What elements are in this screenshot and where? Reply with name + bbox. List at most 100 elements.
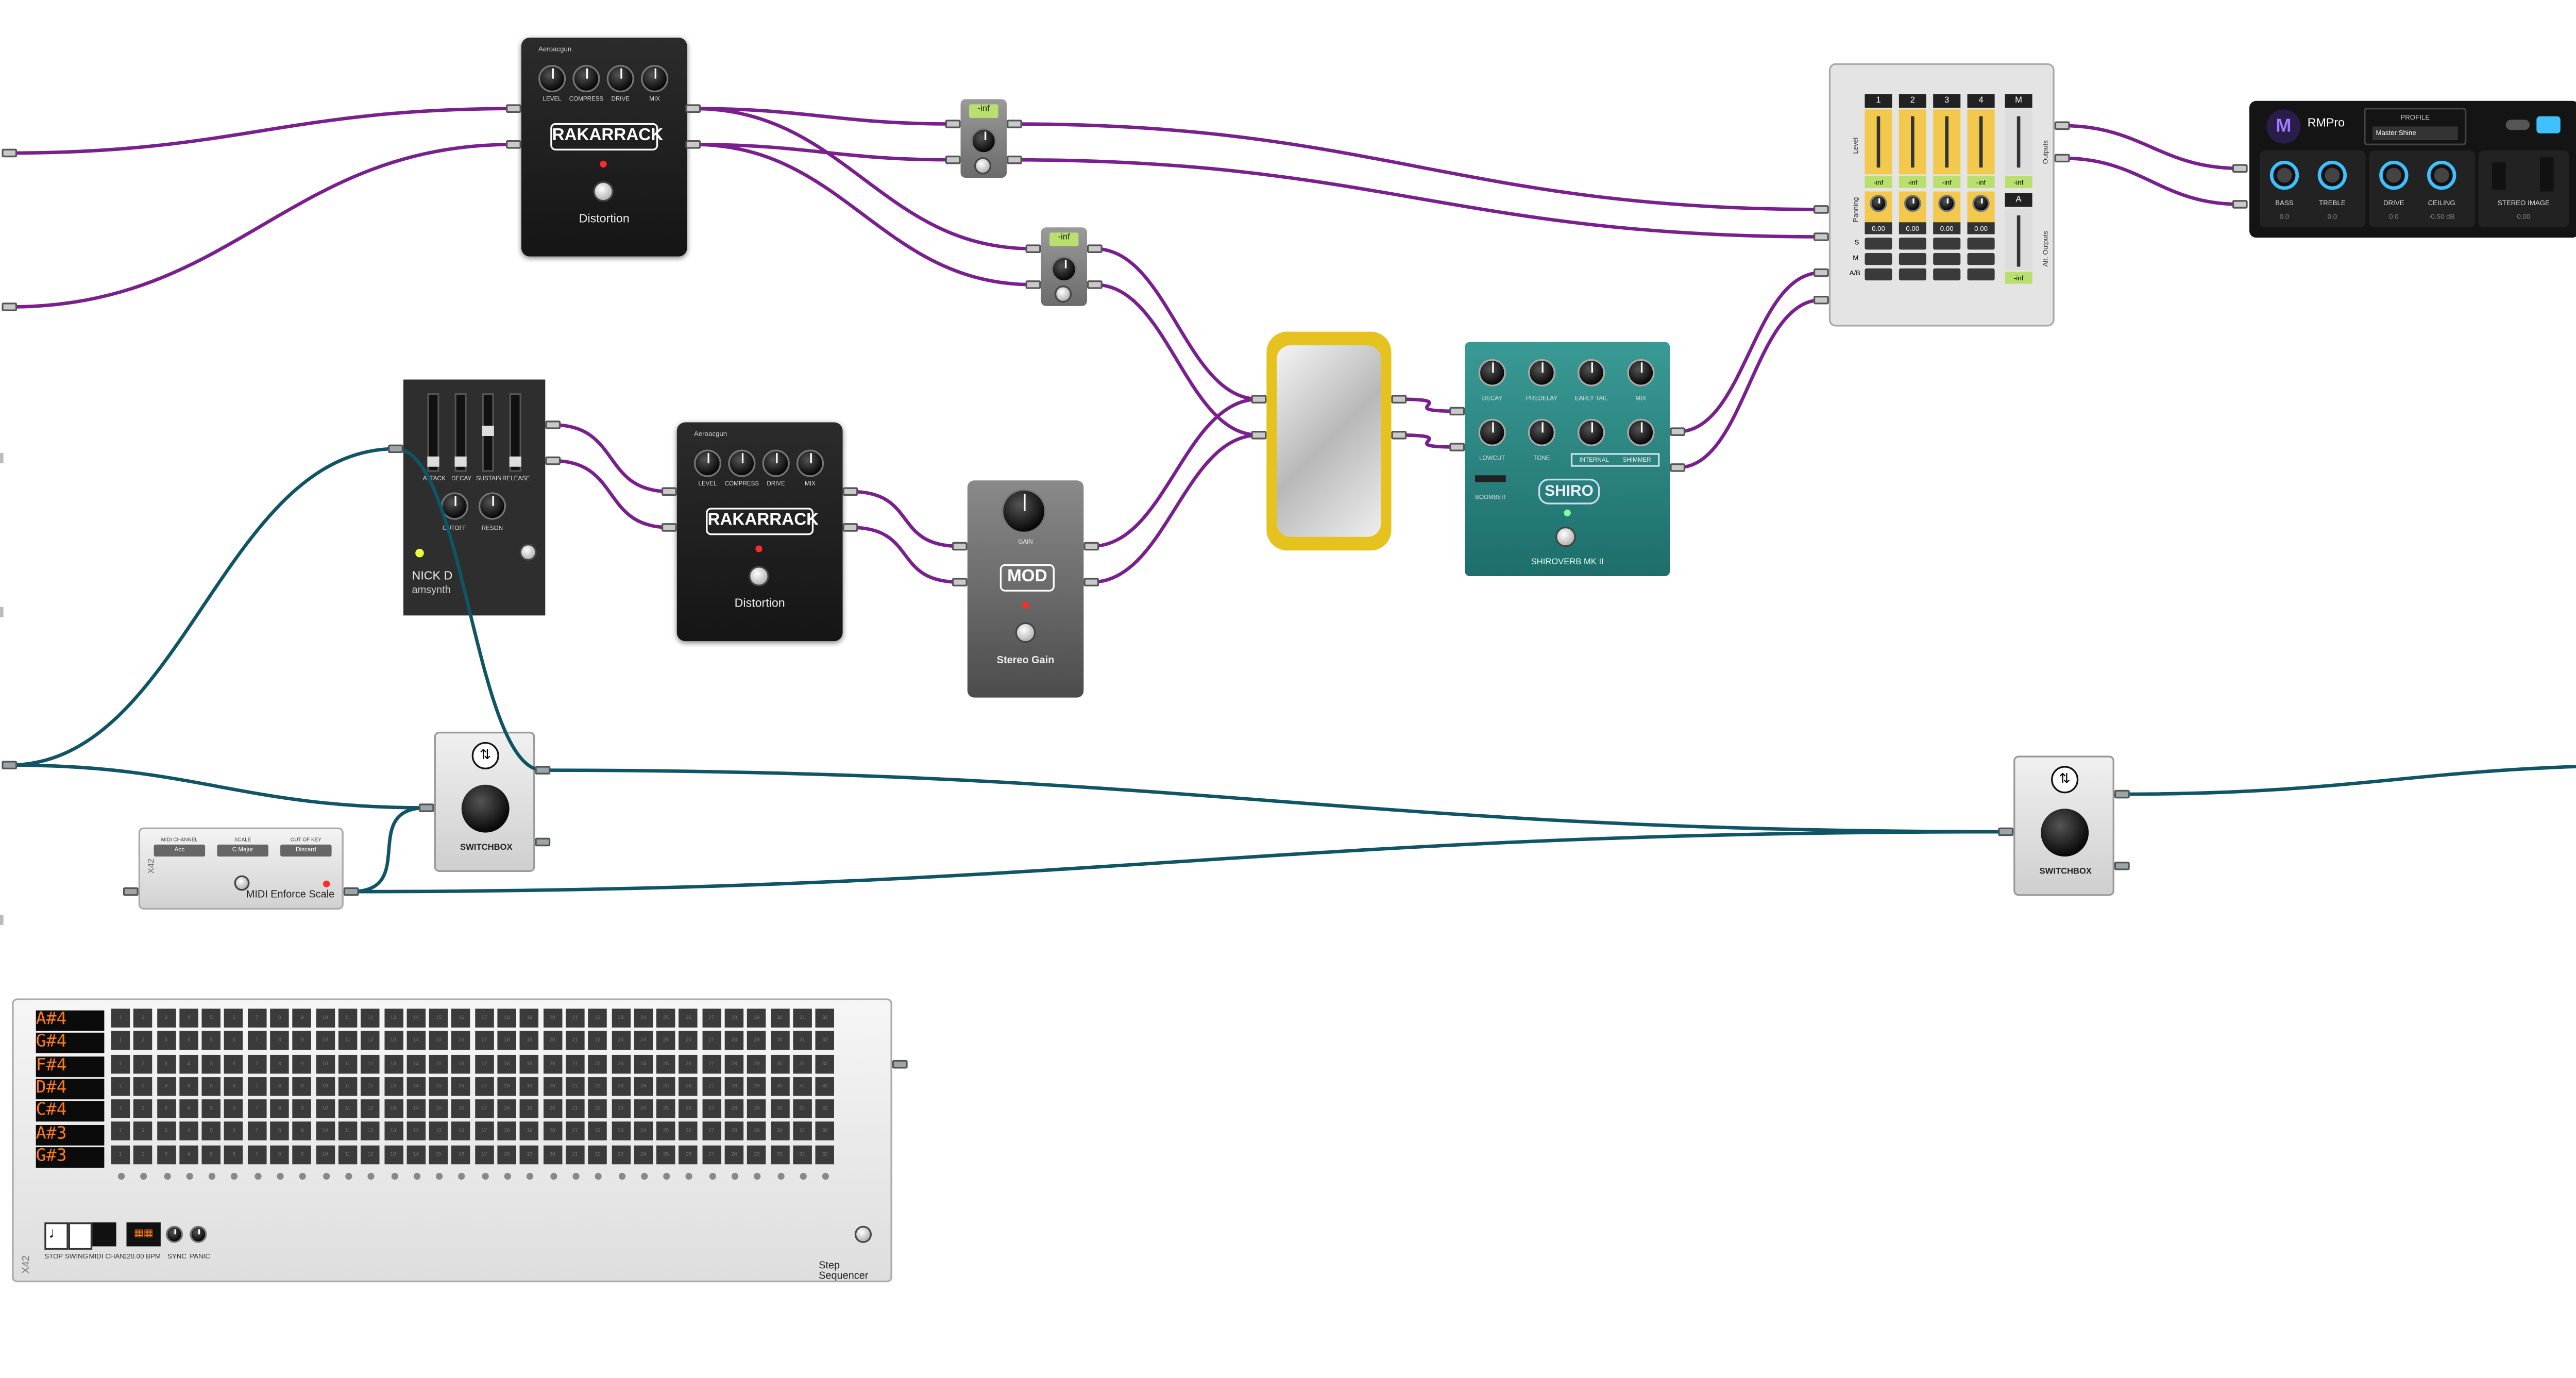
ab-button[interactable] [1899,268,1926,281]
pitch-knob[interactable] [1578,418,1605,446]
step-cell[interactable]: 13 [384,1077,403,1096]
step-cell[interactable]: 31 [793,1099,812,1119]
step-cell[interactable]: 18 [497,1077,517,1096]
mixer-out-l[interactable] [2054,121,2070,130]
aux-fader[interactable] [2005,208,2032,271]
step-cell[interactable]: 27 [702,1009,721,1028]
gain-mini-1[interactable]: -inf [960,99,1007,178]
stereo_gain-out-l[interactable] [1083,542,1099,551]
note-display[interactable]: C#4 [36,1101,105,1122]
gold-out-l[interactable] [1391,395,1407,404]
stop-button[interactable]: ♩ [44,1222,69,1250]
step-cell[interactable]: 19 [520,1145,539,1164]
footswitch[interactable] [234,875,250,891]
system-in-2[interactable] [2,303,18,311]
gain_mini2-out-l[interactable] [1087,244,1103,254]
midi-cable[interactable] [9,763,427,810]
step-cell[interactable]: 10 [315,1099,335,1119]
decay-knob[interactable] [1478,359,1506,386]
step-cell[interactable]: 29 [747,1099,767,1119]
step-cell[interactable]: 8 [270,1054,289,1073]
amsynth-out-l[interactable] [545,421,561,429]
step-cell[interactable]: 26 [679,1031,698,1050]
system-midi-in[interactable] [2,761,18,769]
footswitch[interactable] [749,566,769,586]
footswitch[interactable] [519,543,537,561]
step-cell[interactable]: 32 [816,1054,835,1073]
shiro-out-l[interactable] [1670,427,1686,436]
step-cell[interactable]: 6 [225,1077,244,1096]
step-cell[interactable]: 11 [338,1031,358,1050]
step-cell[interactable]: 7 [247,1077,266,1096]
step-cell[interactable]: 17 [474,1099,494,1119]
step-cell[interactable]: 14 [406,1009,426,1028]
midi-channel-display[interactable] [92,1222,116,1247]
mixer-plugin[interactable]: Level Panning Outputs Alt. Outputs 1 -in… [1828,63,2055,327]
shiro-in-l[interactable] [1449,407,1465,416]
footswitch[interactable] [593,181,614,202]
step-cell[interactable]: 2 [133,1145,153,1164]
step-cell[interactable]: 25 [656,1145,675,1164]
step-cell[interactable]: 5 [202,1031,221,1050]
ab-button[interactable] [1967,268,1995,281]
audio-cable[interactable] [1399,397,1458,413]
step-cell[interactable]: 23 [611,1145,630,1164]
step-cell[interactable]: 19 [520,1077,539,1096]
stereo_gain-out-r[interactable] [1083,578,1099,586]
sustain-slider[interactable] [482,393,494,472]
bass-knob[interactable] [2269,160,2299,190]
step-cell[interactable]: 29 [747,1077,767,1096]
step-cell[interactable]: 28 [724,1009,744,1028]
step-cell[interactable]: 22 [588,1122,607,1141]
treble-knob[interactable] [2317,160,2347,190]
gold-in-l[interactable] [1251,395,1267,404]
step-cell[interactable]: 29 [747,1145,767,1164]
step-cell[interactable]: 12 [361,1054,380,1073]
gain-knob[interactable] [1051,256,1077,282]
step-cell[interactable]: 24 [634,1054,653,1073]
step-cell[interactable]: 21 [565,1031,585,1050]
amsynth-out-r[interactable] [545,456,561,465]
step-cell[interactable]: 10 [315,1077,335,1096]
switchbox2-out-b[interactable] [2114,862,2130,870]
distortion-pedal-1[interactable]: Aeroacgun LEVEL COMPRESS DRIVE MIX RAKAR… [521,37,687,257]
step-cell[interactable]: 17 [474,1009,494,1028]
ab-button[interactable] [1865,268,1892,281]
step-cell[interactable]: 32 [816,1009,835,1028]
compress-knob[interactable] [572,65,600,93]
step-cell[interactable]: 6 [225,1009,244,1028]
mixer-in-3[interactable] [1813,268,1829,277]
step-cell[interactable]: 28 [724,1031,744,1050]
audio-cable[interactable] [2062,156,2240,206]
panic-button[interactable] [190,1225,207,1243]
step-cell[interactable]: 6 [225,1054,244,1073]
rmpro-in-l[interactable] [2232,164,2248,173]
step-cell[interactable]: 20 [543,1031,562,1050]
lowcut-knob[interactable] [1478,418,1506,446]
step-cell[interactable]: 24 [634,1031,653,1050]
step-cell[interactable]: 27 [702,1099,721,1119]
step-cell[interactable]: 3 [156,1099,176,1119]
midi-cable[interactable] [9,447,396,767]
step-cell[interactable]: 20 [543,1145,562,1164]
pan-knob[interactable] [1938,195,1956,212]
step-cell[interactable]: 22 [588,1077,607,1096]
switchbox1-out-b[interactable] [535,837,551,847]
distortion2-in-l[interactable] [661,487,677,496]
switchbox2-in[interactable] [1998,827,2014,836]
amsynth-midi-in[interactable] [388,444,403,453]
boomer-switch[interactable] [1475,475,1506,482]
step-cell[interactable]: 16 [452,1122,471,1141]
step-cell[interactable]: 25 [656,1077,675,1096]
step-cell[interactable]: 13 [384,1009,403,1028]
step-cell[interactable]: 28 [724,1054,744,1073]
step-cell[interactable]: 19 [520,1122,539,1141]
mode-option[interactable]: INTERNAL [1579,456,1609,464]
amsynth-plugin[interactable]: ATTACK DECAY SUSTAIN RELEASE CUTOFF RESO… [403,379,546,616]
step-cell[interactable]: 23 [611,1009,630,1028]
step-cell[interactable]: 3 [156,1031,176,1050]
power-button[interactable] [2536,116,2561,133]
step-cell[interactable]: 11 [338,1099,358,1119]
